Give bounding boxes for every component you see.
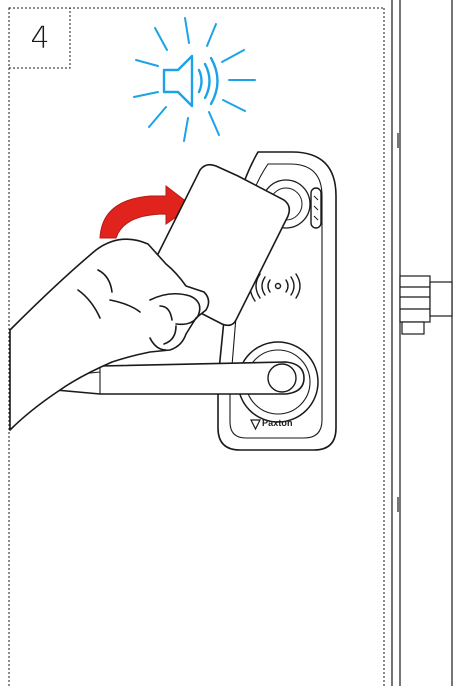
step-number: 4 — [12, 12, 68, 64]
brand-name: Paxton — [262, 418, 293, 428]
sound-rays — [134, 18, 255, 141]
speaker-sound-icon — [134, 18, 255, 141]
door-latch — [400, 276, 452, 334]
door-frame — [392, 0, 452, 686]
